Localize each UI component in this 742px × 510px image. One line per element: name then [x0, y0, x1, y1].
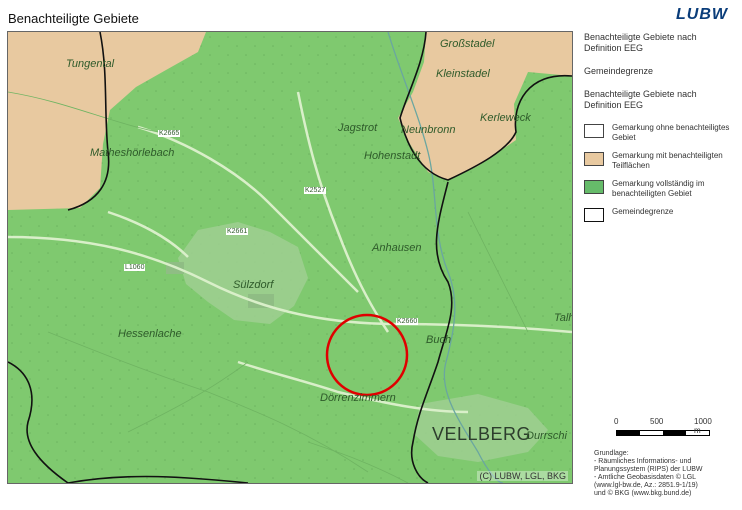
road-label: K2527 — [304, 187, 327, 194]
map-credits: Grundlage: - Räumliches Informations- un… — [594, 450, 734, 498]
place-label: Sülzdorf — [233, 279, 274, 291]
credit-line: Grundlage: — [594, 450, 629, 457]
credit-line: Planungssystem (RIPS) der LUBW — [594, 466, 703, 473]
credit-line: - Räumliches Informations- und — [594, 458, 692, 465]
place-label: Kleinstadel — [436, 68, 490, 80]
scale-bar-graphic — [616, 430, 710, 436]
place-label: Jagstrot — [338, 122, 378, 134]
minor-paths — [8, 91, 529, 483]
legend-label: Gemarkung ohne benachteiligtes Gebiet — [612, 123, 730, 142]
legend-item-no-disadvantaged: Gemarkung ohne benachteiligtes Gebiet — [584, 123, 736, 143]
legend-heading: Benachteiligte Gebiete nach Definition E… — [584, 32, 697, 53]
map-legend: Benachteiligte Gebiete nach Definition E… — [584, 32, 736, 497]
place-label: Tungental — [66, 58, 115, 70]
settlement-suelzdorf — [178, 222, 308, 324]
legend-heading: Gemeindegrenze — [584, 66, 654, 76]
legend-label: Gemarkung vollständig im benachteiligten… — [612, 179, 705, 198]
legend-item-full: Gemarkung vollständig im benachteiligten… — [584, 179, 736, 199]
place-label: Hohenstadt — [364, 150, 421, 162]
page-title: Benachteiligte Gebiete — [8, 11, 139, 26]
legend-swatch — [584, 152, 604, 166]
road-label: K2660 — [396, 318, 419, 325]
legend-label: Gemarkung mit benachteiligten Teilfläche… — [612, 151, 723, 170]
credit-line: (www.lgl-bw.de, Az.: 2851.9-1/19) — [594, 482, 698, 489]
place-label: Anhausen — [372, 242, 422, 254]
highlight-circle-marker — [325, 313, 409, 397]
legend-swatch — [584, 208, 604, 222]
place-label: Kerleweck — [480, 112, 531, 124]
place-label: Neunbronn — [401, 124, 456, 136]
legend-label: Gemeindegrenze — [612, 207, 674, 216]
roads — [8, 91, 572, 414]
place-label-town: VELLBERG — [432, 424, 532, 444]
place-label: Durrschi — [526, 430, 567, 442]
scale-label: 500 — [650, 417, 664, 426]
road-label: K2661 — [226, 228, 249, 235]
map-copyright: (C) LUBW, LGL, BKG — [477, 471, 568, 481]
lubw-logo: LUBW — [676, 6, 728, 23]
road-label: L1060 — [124, 264, 146, 271]
legend-item-partial: Gemarkung mit benachteiligten Teilfläche… — [584, 151, 736, 171]
credit-line: und © BKG (www.bkg.bund.de) — [594, 490, 692, 497]
legend-item-boundary: Gemeindegrenze — [584, 207, 736, 222]
place-label: Talh — [554, 312, 573, 324]
credit-line: - Amtliche Geobasisdaten © LGL — [594, 474, 697, 481]
map-view[interactable]: Großstadel Tungental Kleinstadel Kerlewe… — [7, 31, 573, 484]
road-label: K2665 — [158, 130, 181, 137]
legend-swatch — [584, 180, 604, 194]
map-canvas — [8, 32, 572, 483]
municipal-boundary — [8, 32, 572, 483]
legend-swatch — [584, 124, 604, 138]
place-label: Hessenlache — [118, 328, 182, 340]
partial-area-northeast — [398, 32, 572, 180]
place-label: Buch — [426, 334, 452, 346]
scale-label: 0 — [614, 417, 619, 426]
legend-heading: Benachteiligte Gebiete nach Definition E… — [584, 89, 697, 110]
scale-label: 1000 m — [694, 417, 712, 435]
place-label: Großstadel — [440, 38, 495, 50]
place-label: Matheshörlebach — [90, 147, 175, 159]
scale-bar: 0 500 1000 m — [614, 417, 712, 436]
place-label: Dörrenzimmern — [320, 392, 396, 404]
river — [387, 32, 504, 483]
industrial-block — [248, 294, 274, 308]
